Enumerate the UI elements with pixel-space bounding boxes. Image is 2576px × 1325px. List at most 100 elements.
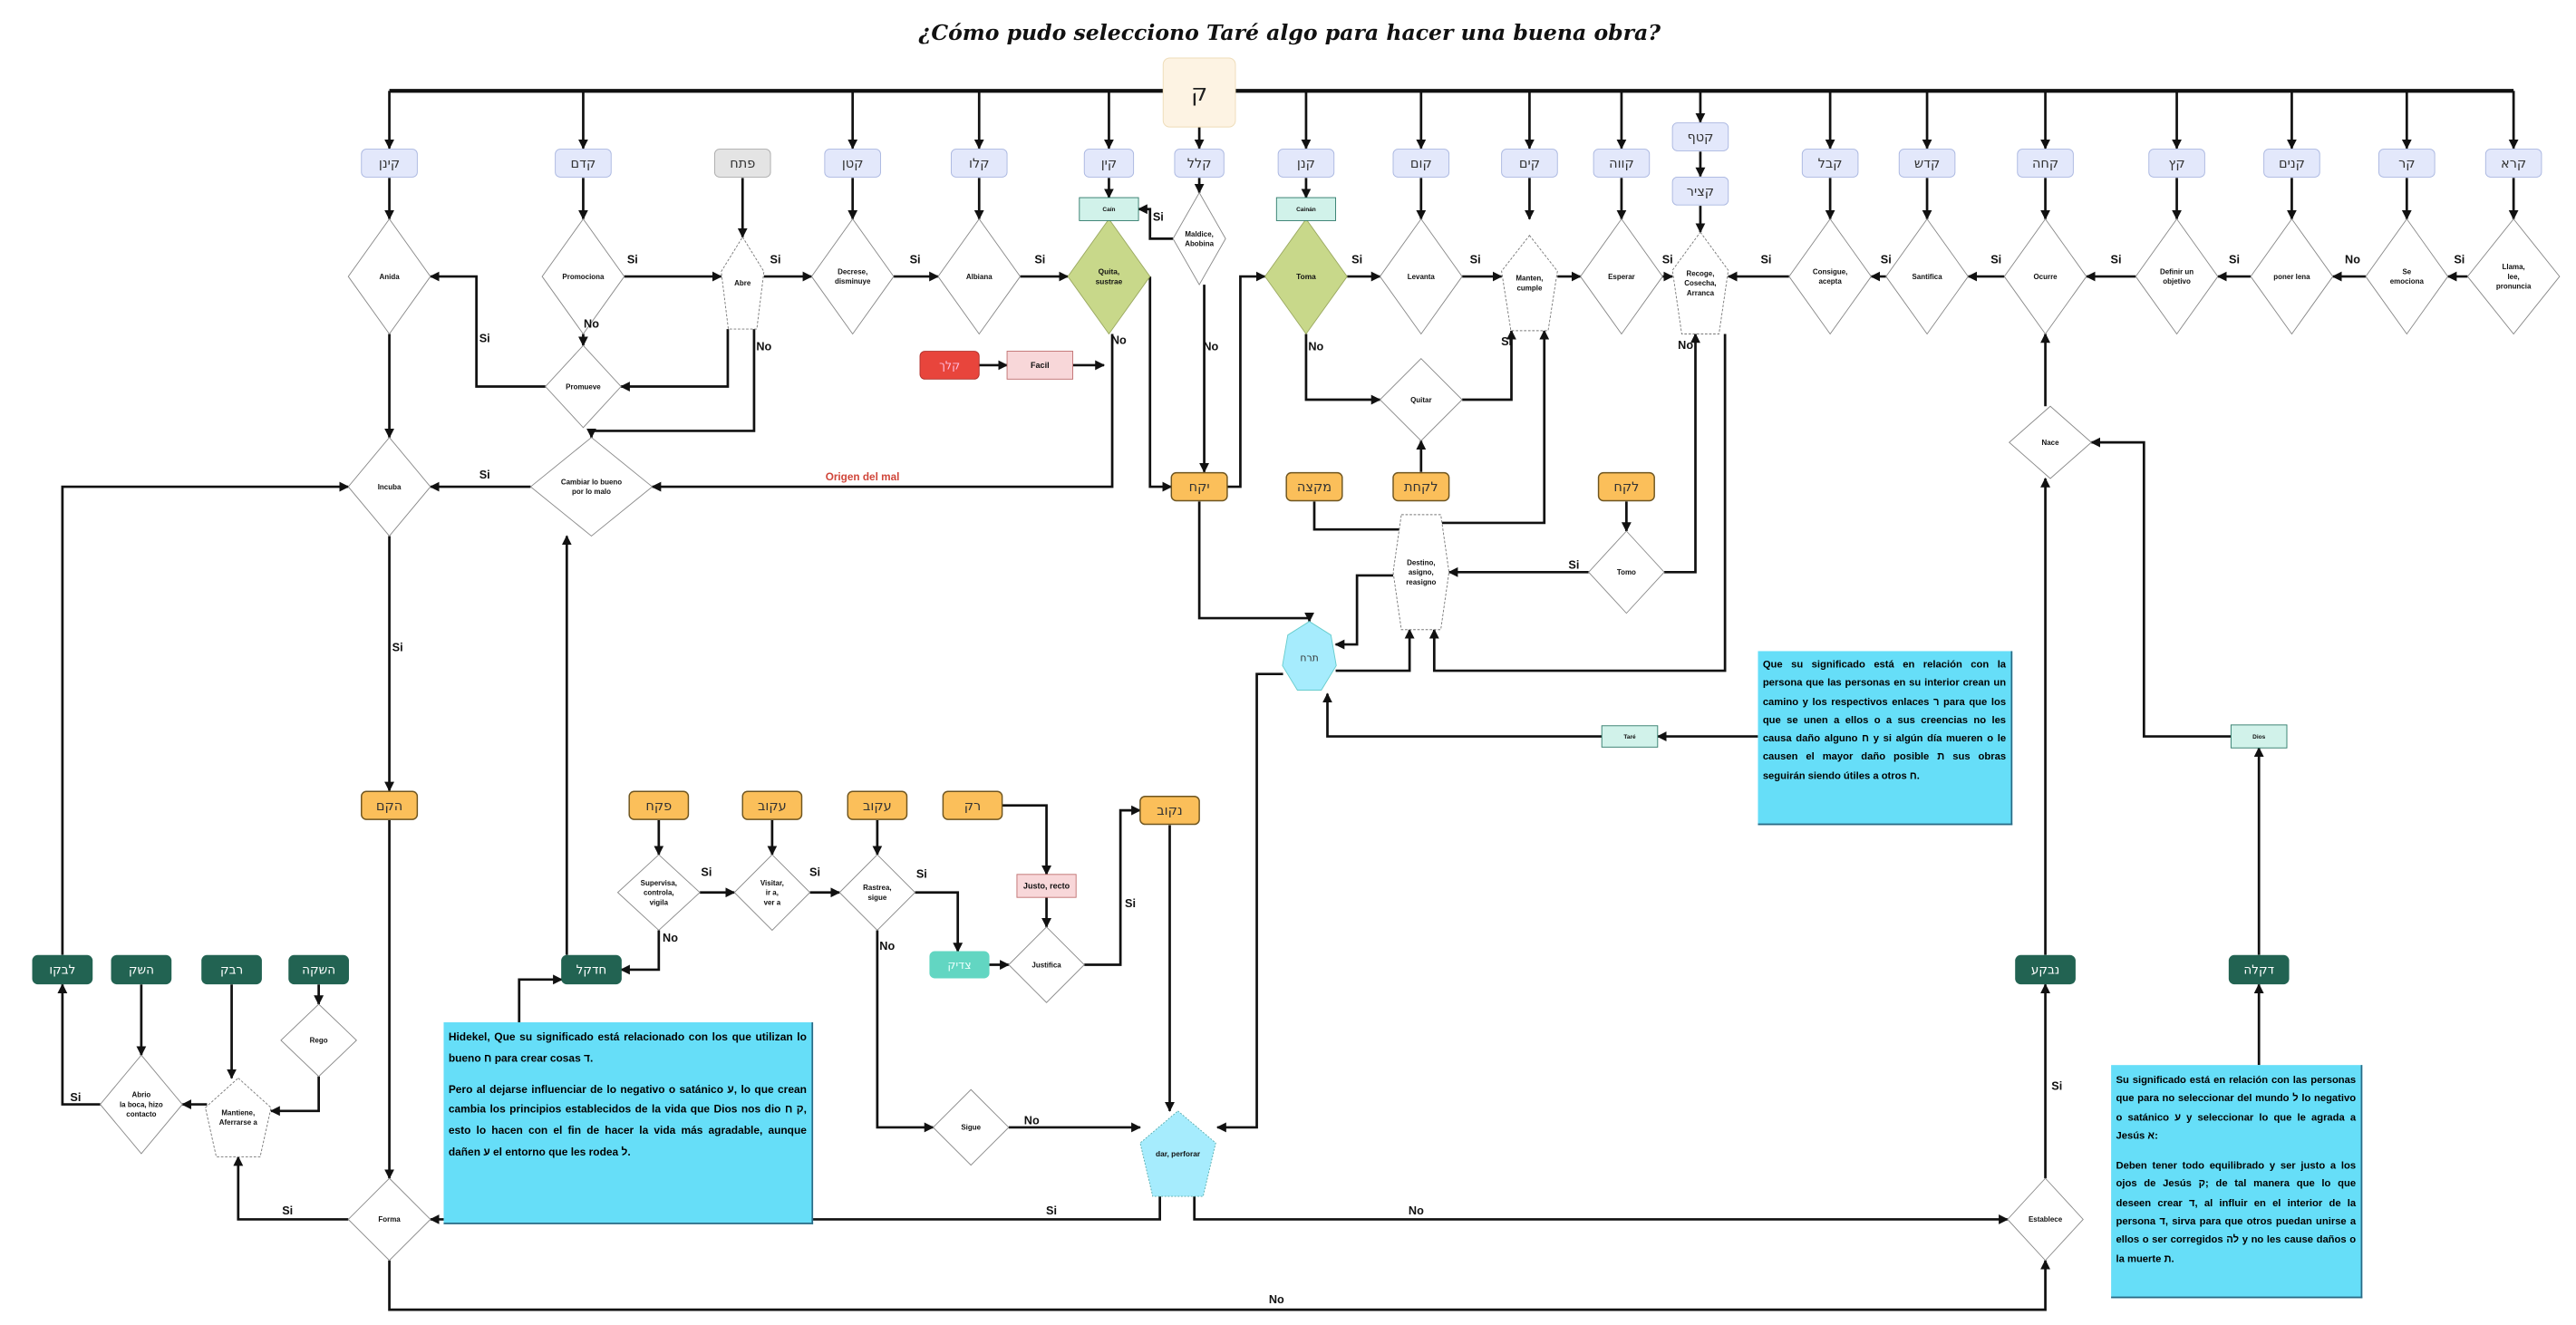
- root-shape: [1162, 57, 1236, 128]
- sigue-label: Sigue: [961, 1124, 981, 1132]
- cambiar-shape: [529, 437, 654, 537]
- supervisa-label: Supervisa,: [641, 879, 677, 887]
- pakaj-label: פקח: [645, 799, 672, 814]
- emociona-shape: [2365, 218, 2449, 335]
- abrio-label: la boca, hizo: [120, 1100, 163, 1108]
- node-esperar: Esperar: [1580, 218, 1663, 335]
- edge-label-si: Si: [2111, 254, 2122, 266]
- node-mantiene: Mantiene,Aferrarse a: [205, 1077, 272, 1158]
- definir-shape: [2135, 218, 2219, 335]
- node-kayin: קין: [1083, 149, 1135, 178]
- supervisa-shape: [616, 854, 701, 932]
- kava-label: קווה: [1609, 157, 1634, 171]
- promueve-shape: [545, 344, 622, 429]
- node-incuba: Incuba: [347, 436, 431, 537]
- edge-label-no: No: [1203, 341, 1218, 353]
- connector: [1197, 501, 1314, 623]
- abrio-label: contacto: [126, 1110, 156, 1118]
- anida-shape: [347, 218, 431, 335]
- edge-label-si: Si: [2229, 254, 2240, 266]
- abrio-label: Abrio: [131, 1091, 150, 1099]
- pakaj-shape: [628, 790, 690, 820]
- kalu-label: קלו: [969, 157, 989, 171]
- lakajat-label: לקחת: [1404, 480, 1438, 495]
- node-maldice: Maldice,Abobina: [1172, 191, 1226, 286]
- edge-label-no: No: [1111, 334, 1127, 346]
- node-kalu: קלו: [950, 149, 1008, 178]
- edge-label-si: Si: [701, 866, 712, 879]
- edge-label-si: Si: [916, 867, 927, 880]
- node-kedem: קדם: [555, 149, 612, 178]
- destino-label: reasigno: [1406, 578, 1436, 586]
- maldice-label: Maldice,: [1185, 230, 1213, 238]
- edge-label-si: Si: [1153, 210, 1164, 223]
- kinim-shape: [2263, 149, 2320, 178]
- note-tare: Que su significado está en relación con …: [1758, 651, 2013, 826]
- note-tare-p1: Que su significado está en relación con …: [1762, 659, 2007, 782]
- node-diklah: דקלה: [2228, 954, 2290, 985]
- connector: [1215, 672, 1283, 1133]
- abre-shape: [721, 236, 765, 330]
- kets-shape: [2148, 149, 2205, 178]
- promueve-label: Promueve: [566, 382, 601, 391]
- rastrea-label: Rastrea,: [863, 884, 891, 892]
- node-kava: קווה: [1593, 149, 1651, 178]
- dar-shape: [1139, 1110, 1216, 1197]
- cambiar-label: Cambiar lo bueno: [561, 478, 622, 486]
- llama-label: lee,: [2507, 273, 2519, 281]
- decrese-shape: [810, 218, 895, 335]
- edge-label-si: Si: [392, 641, 403, 653]
- kanan-shape: [1277, 149, 1335, 178]
- node-kara: קרא: [2484, 149, 2542, 178]
- teraj-label: תרח: [1300, 652, 1318, 663]
- connector: [1193, 1196, 2009, 1224]
- note-diklah: Su significado está en relación con las …: [2111, 1065, 2363, 1299]
- edge-label-si: Si: [282, 1204, 293, 1217]
- node-tomo: Tomo: [1588, 530, 1665, 614]
- connector: [233, 1156, 349, 1221]
- klaj-shape: [919, 351, 980, 380]
- llama-label: Llama,: [2503, 263, 2525, 271]
- connector: [1334, 574, 1393, 650]
- node-santifica: Santifica: [1885, 218, 1969, 335]
- node-justifica: Justifica: [1008, 926, 1085, 1003]
- node-hidekel: חדקל: [561, 954, 622, 985]
- note-hidekel: Hidekel, Que su significado está relacio…: [443, 1021, 814, 1224]
- kiyem-label: קים: [1519, 157, 1540, 171]
- node-cainan: Cainán: [1275, 197, 1337, 221]
- edge-label-no: No: [1024, 1114, 1040, 1127]
- node-promueve: Promueve: [545, 344, 622, 429]
- nakov-shape: [1139, 795, 1200, 826]
- kedem-label: קדם: [571, 157, 596, 171]
- visitar-shape: [733, 854, 811, 932]
- node-kadash: קדש: [1898, 149, 1956, 178]
- node-levanta: Levanta: [1379, 218, 1463, 335]
- edge-label-si: Si: [2051, 1079, 2062, 1092]
- edge-label-si: Si: [70, 1091, 81, 1104]
- mantiene-shape: [205, 1077, 272, 1158]
- edge-label-si: Si: [627, 254, 638, 266]
- incuba-label: Incuba: [378, 483, 402, 491]
- node-kinim: קנים: [2263, 149, 2320, 178]
- node-pakaj: פקח: [628, 790, 690, 820]
- poner-label: poner lena: [2273, 273, 2310, 281]
- katan-shape: [824, 149, 881, 178]
- visitar-label: ir a,: [766, 889, 779, 897]
- lavku-shape: [32, 954, 93, 985]
- node-teraj: תרח: [1282, 621, 1337, 691]
- kara-label: קרא: [2501, 157, 2526, 171]
- kenan-label: קינן: [379, 157, 400, 171]
- katsir-shape: [1671, 176, 1729, 206]
- connector: [1664, 333, 1700, 574]
- visitar-label: ver a: [764, 898, 781, 906]
- akov1-label: עקוב: [758, 799, 787, 814]
- rego-label: Rego: [310, 1037, 328, 1045]
- edge-label-si: Si: [2454, 254, 2465, 266]
- node-hashak: השק: [111, 954, 172, 985]
- albiana-label: Albiana: [966, 273, 993, 281]
- node-anida: Anida: [347, 218, 431, 335]
- tsadik-label: צדיק: [947, 958, 971, 972]
- mantiene-label: Aferrarse a: [219, 1118, 258, 1127]
- edge-label-no: No: [1269, 1293, 1284, 1306]
